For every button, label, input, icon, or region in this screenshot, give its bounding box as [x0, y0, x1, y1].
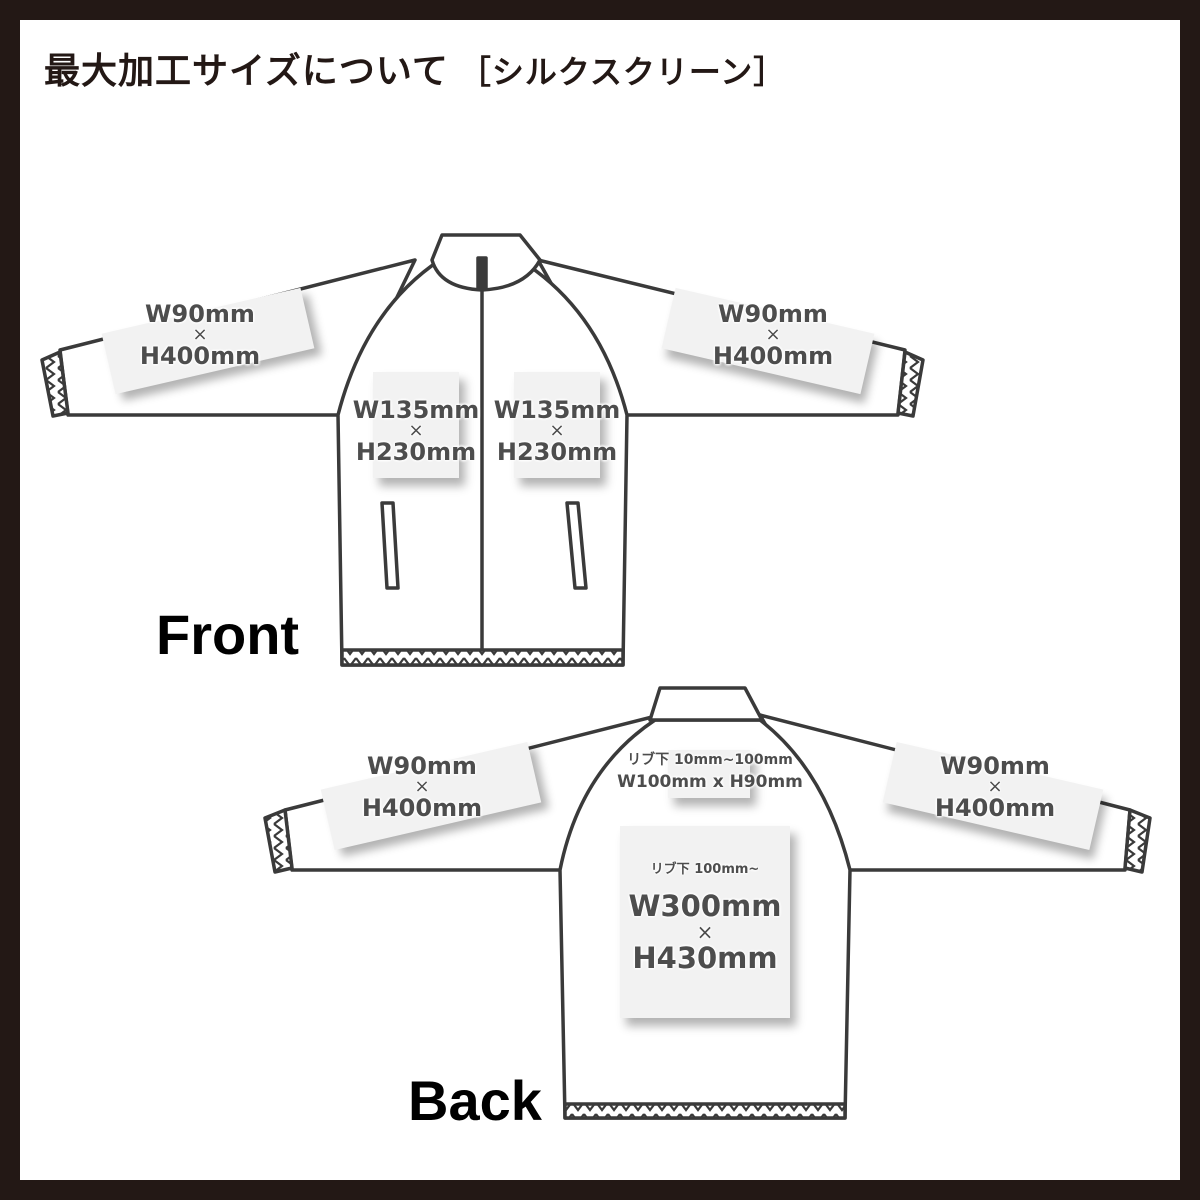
front-right-sleeve-label: W90mm × H400mm [703, 300, 843, 370]
back-center-width: W300mm [628, 889, 782, 923]
front-left-chest-width: W135mm [352, 396, 480, 424]
page-title: 最大加工サイズについて［シルクスクリーン］ [44, 42, 786, 94]
front-right-chest-print-area [514, 372, 600, 478]
title-sub: ［シルクスクリーン］ [458, 53, 787, 91]
back-upper-print-area [668, 750, 750, 798]
back-center-times: × [696, 920, 714, 944]
front-left-chest-print-area [373, 372, 459, 478]
front-left-sleeve-label: W90mm × H400mm [130, 300, 270, 370]
back-upper-label: リブ下 10mm~100mm W100mm x H90mm [600, 749, 820, 793]
back-left-sleeve-label: W90mm × H400mm [352, 752, 492, 822]
back-center-height: H430mm [632, 941, 778, 975]
back-left-sleeve-times: × [414, 776, 430, 797]
front-right-chest-label: W135mm × H230mm [492, 396, 622, 466]
back-right-sleeve-width: W90mm [940, 752, 1050, 780]
back-right-sleeve-height: H400mm [934, 794, 1056, 822]
back-view-label: Back [408, 1069, 542, 1132]
back-center-note: リブ下 100mm~ [650, 862, 760, 877]
back-right-sleeve-times: × [987, 776, 1003, 797]
back-left-sleeve-height: H400mm [361, 794, 483, 822]
back-center-print-area [620, 826, 790, 1018]
front-right-chest-height: H230mm [496, 438, 618, 466]
back-center-label: リブ下 100mm~ W300mm × H430mm [620, 858, 790, 974]
front-right-chest-width: W135mm [493, 396, 621, 424]
back-right-sleeve-label: W90mm × H400mm [925, 752, 1065, 822]
front-right-sleeve-height: H400mm [712, 342, 834, 370]
front-left-sleeve-height: H400mm [139, 342, 261, 370]
front-left-chest-height: H230mm [355, 438, 477, 466]
front-right-sleeve-width: W90mm [718, 300, 828, 328]
diagram-canvas: 最大加工サイズについて［シルクスクリーン］ [20, 20, 1180, 1180]
jacket-illustrations [40, 233, 1152, 1120]
front-right-sleeve-times: × [765, 324, 781, 345]
front-view-label: Front [156, 603, 300, 666]
back-upper-size: W100mm x H90mm [617, 772, 803, 792]
front-left-chest-label: W135mm × H230mm [351, 396, 481, 466]
front-left-sleeve-width: W90mm [145, 300, 255, 328]
front-right-chest-times: × [549, 420, 565, 441]
front-left-sleeve-times: × [192, 324, 208, 345]
back-upper-note: リブ下 10mm~100mm [627, 752, 793, 768]
back-left-sleeve-width: W90mm [367, 752, 477, 780]
title-main: 最大加工サイズについて [44, 51, 449, 92]
front-left-chest-times: × [408, 420, 424, 441]
